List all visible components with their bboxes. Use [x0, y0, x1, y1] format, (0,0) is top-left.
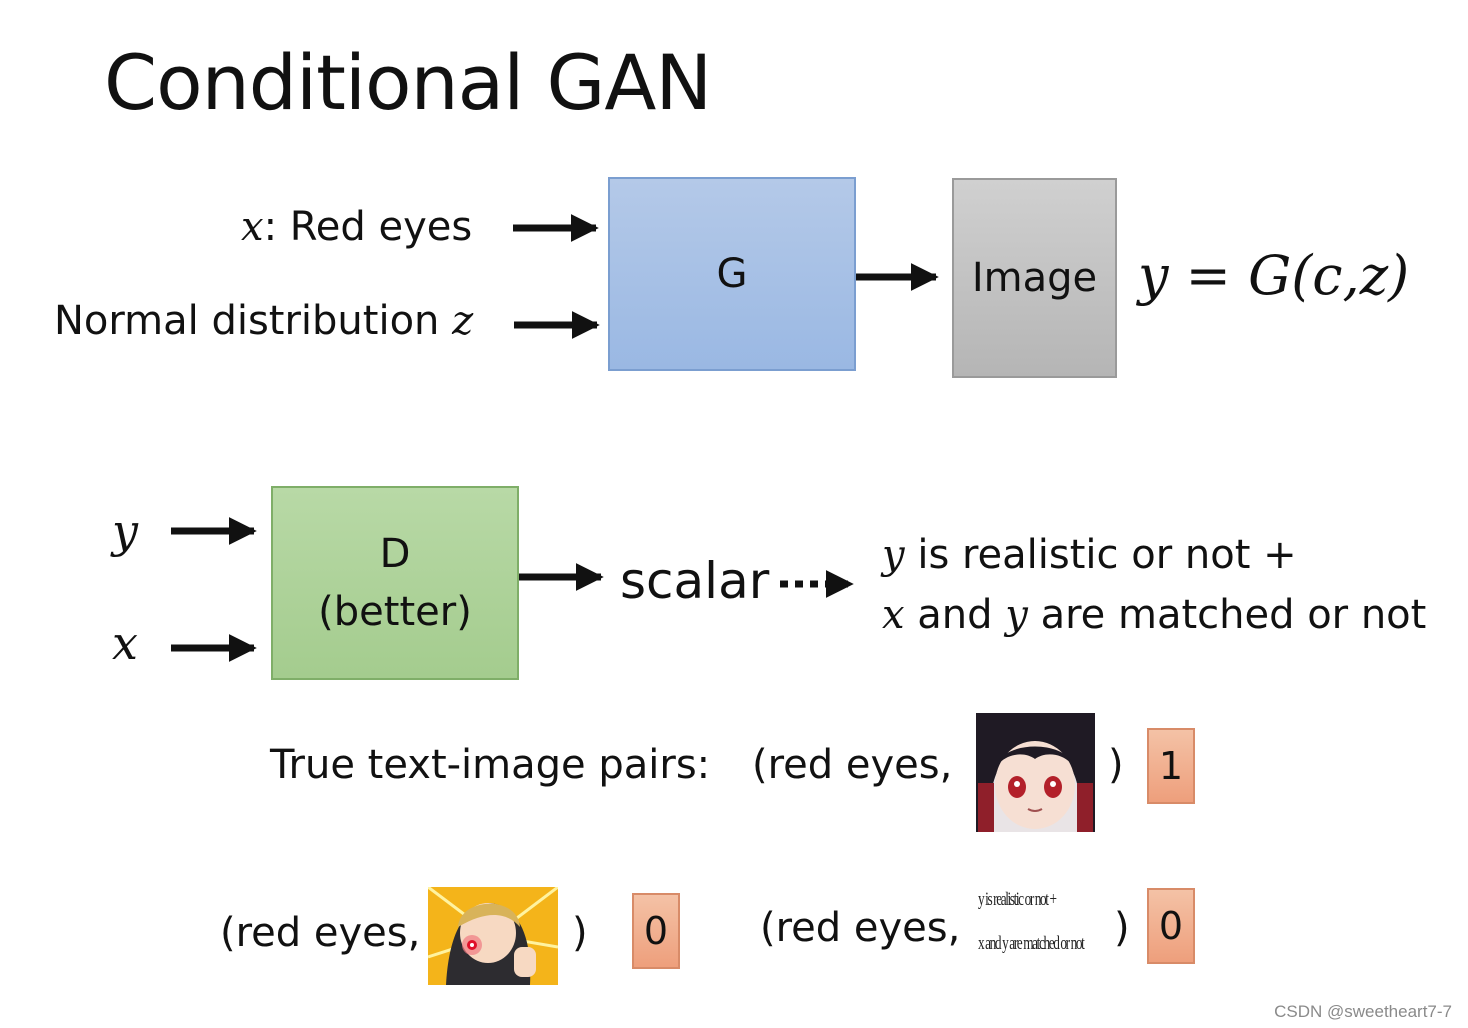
false-pair1-open: (red eyes,	[220, 910, 421, 956]
condition-x-label: x: Red eyes	[241, 204, 473, 250]
mini-text-line-2: x and y are matched or not	[978, 933, 1085, 954]
false-score-badge-2: 0	[1147, 888, 1195, 964]
mini-text-line-1: y is realistic or not +	[978, 889, 1057, 910]
true-pair-close: )	[1108, 742, 1124, 788]
generator-label: G	[716, 251, 748, 297]
noise-z-label: Normal distribution z	[54, 298, 474, 344]
discriminator-label: D	[379, 531, 411, 577]
false-pair2-open: (red eyes,	[760, 905, 961, 951]
slide-title: Conditional GAN	[104, 38, 712, 127]
text-as-image: y is realistic or not + x and y are matc…	[978, 888, 1088, 962]
true-pair-open: (red eyes,	[752, 742, 953, 788]
criteria-line-2: x and y are matched or not	[882, 592, 1427, 638]
z-variable: z	[452, 298, 474, 344]
d-input-x: x	[112, 616, 138, 670]
criteria-line-1: y is realistic or not +	[882, 532, 1297, 578]
generator-equation: y = G(c,z)	[1138, 244, 1410, 307]
watermark: CSDN @sweetheart7-7	[1274, 1002, 1452, 1021]
false-score-badge-1: 0	[632, 893, 680, 969]
true-score-badge: 1	[1147, 728, 1195, 804]
false-pair1-close: )	[572, 910, 588, 956]
d-input-y: y	[112, 504, 138, 558]
anime-blond-image	[428, 887, 558, 985]
discriminator-sublabel: (better)	[318, 589, 472, 635]
anime-red-eyes-image	[976, 713, 1095, 832]
image-box: Image	[952, 178, 1117, 378]
image-label: Image	[971, 255, 1098, 301]
x-variable: x	[241, 204, 264, 250]
true-pairs-label: True text-image pairs:	[270, 742, 711, 788]
false-pair2-close: )	[1114, 905, 1130, 951]
scalar-output: scalar	[620, 552, 770, 610]
generator-box: G	[608, 177, 856, 371]
discriminator-box: D (better)	[271, 486, 519, 680]
